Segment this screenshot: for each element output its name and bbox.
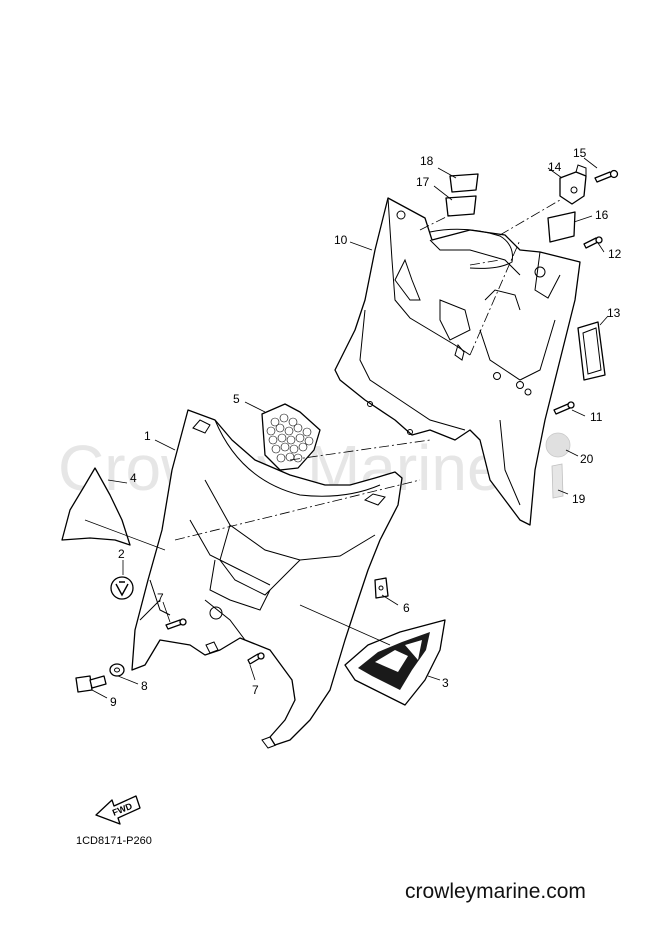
callout-16: 16 [595,208,609,222]
leader-lines [84,157,609,699]
part-19-label[interactable] [551,463,564,499]
callout-20: 20 [580,452,594,466]
callout-1: 1 [144,429,151,443]
callout-15: 15 [573,146,587,160]
part-7-screw-upper[interactable] [165,618,187,630]
part-10-inner-panel[interactable] [334,197,581,526]
callout-5: 5 [233,392,240,406]
part-2-emblem[interactable] [110,576,134,600]
callout-7-upper: 7 [157,591,164,605]
part-17-label[interactable] [445,195,477,217]
part-16-pad[interactable] [547,211,576,243]
website-link[interactable]: crowleymarine.com [405,880,586,903]
callout-numbers: 1 2 3 4 5 6 7 7 8 9 10 11 12 13 14 15 16… [110,146,622,709]
part-6-clip[interactable] [374,577,389,599]
part-18-label[interactable] [449,173,479,193]
callout-17: 17 [416,175,430,189]
part-8-washer[interactable] [109,663,125,677]
callout-12: 12 [608,247,622,261]
callout-19: 19 [572,492,586,506]
callout-18: 18 [420,154,434,168]
part-4-side-piece[interactable] [61,467,131,546]
part-11-screw[interactable] [553,401,575,415]
callout-14: 14 [548,160,562,174]
part-12-screw[interactable] [583,236,603,249]
part-15-screw[interactable] [594,169,619,183]
callout-3: 3 [442,676,449,690]
callout-8: 8 [141,679,148,693]
part-14-bracket[interactable] [559,164,587,205]
part-20-sticker[interactable] [545,432,571,458]
diagram-code: 1CD8171-P260 [76,835,152,847]
part-7-screw-lower[interactable] [247,652,265,665]
callout-4: 4 [130,471,137,485]
callout-11: 11 [590,410,603,424]
part-3-decal[interactable] [344,619,446,706]
callout-7-lower: 7 [252,683,259,697]
part-5-mesh-grille[interactable] [261,403,321,471]
callout-9: 9 [110,695,117,709]
part-13-reflector[interactable] [577,321,606,381]
callout-13: 13 [607,306,621,320]
part-9-bolt[interactable] [75,675,107,693]
fwd-arrow-icon: FWD [95,795,141,825]
callout-6: 6 [403,601,410,615]
yamaha-emblem-icon [115,581,129,597]
callout-2: 2 [118,547,125,561]
part-1-front-cover[interactable] [131,409,403,749]
callout-10: 10 [334,233,348,247]
